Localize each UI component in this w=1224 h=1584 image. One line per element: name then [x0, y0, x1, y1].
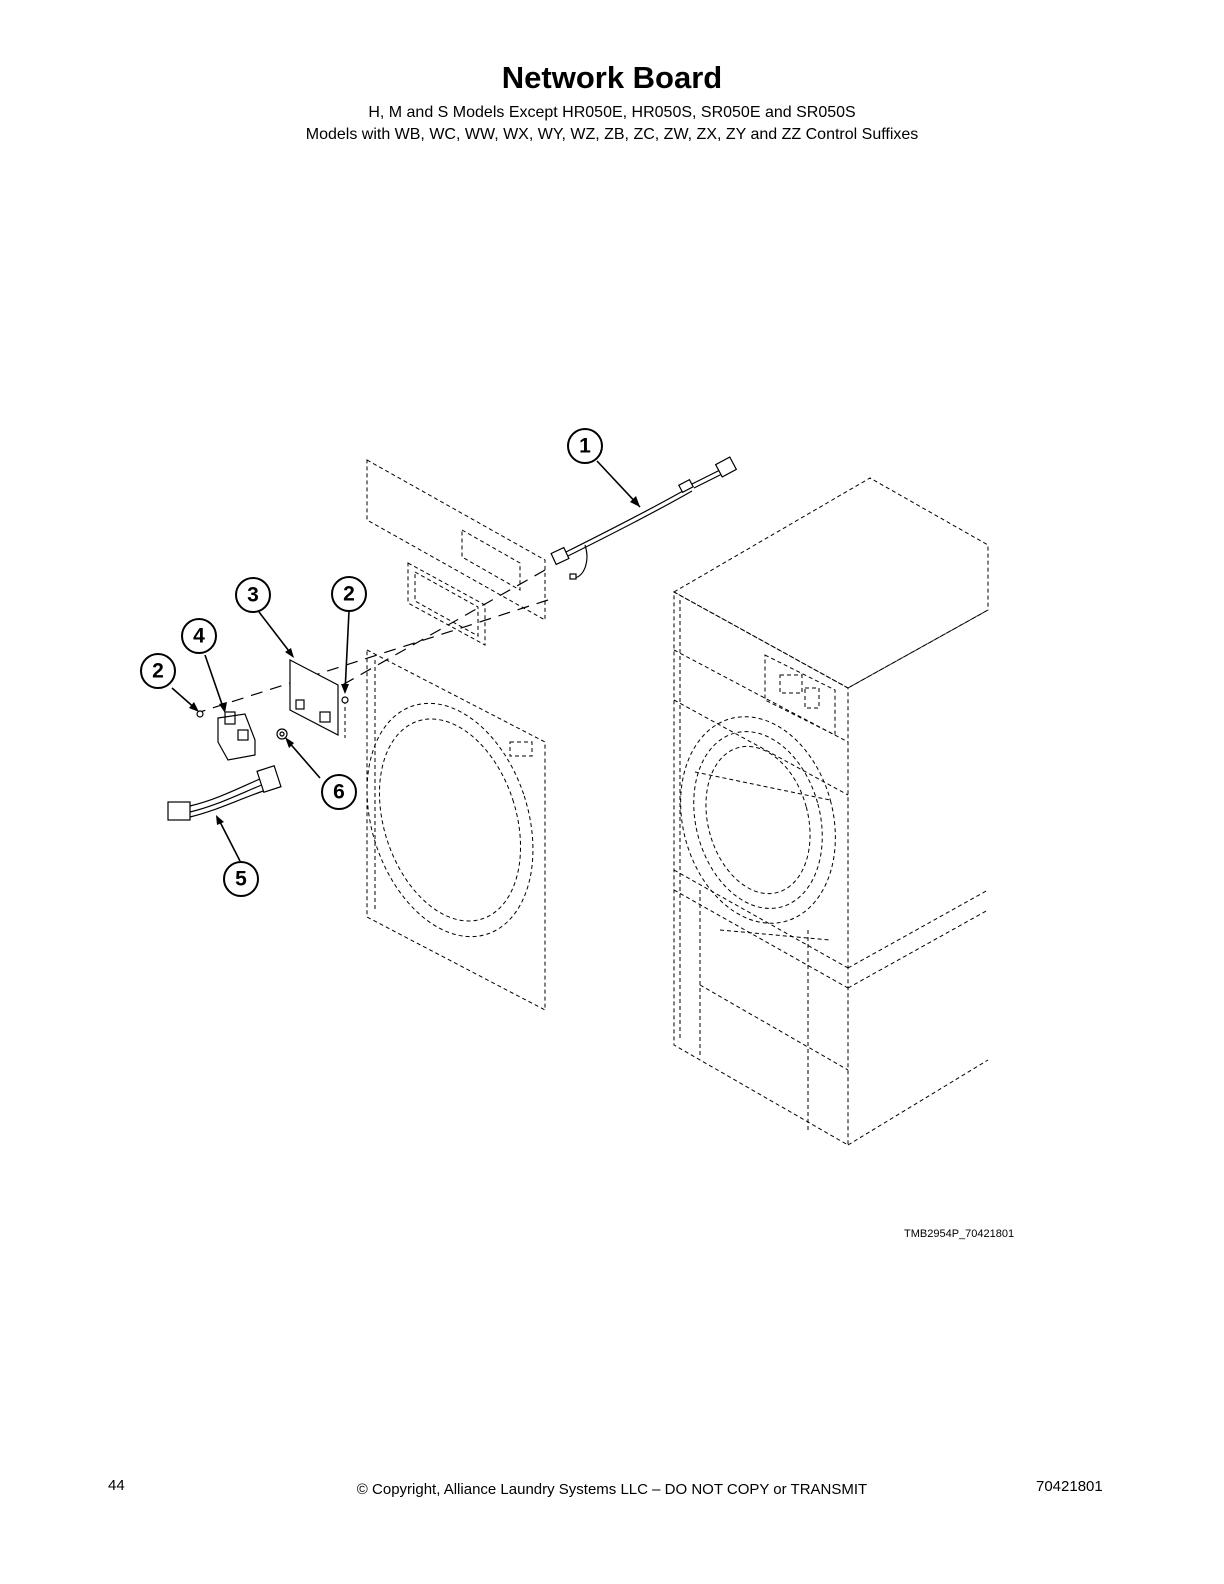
callout-1: 1: [567, 428, 603, 464]
svg-text:2: 2: [152, 660, 164, 683]
copyright-notice: © Copyright, Alliance Laundry Systems LL…: [356, 1481, 868, 1498]
part-4-connector: [217, 711, 256, 761]
part-1-harness: [550, 456, 738, 580]
page-subtitle-suffixes: Models with WB, WC, WW, WX, WY, WZ, ZB, …: [305, 126, 919, 143]
front-panel: [366, 649, 546, 1011]
part-5-jumper-harness: [167, 765, 282, 821]
dryer-cabinet: [672, 477, 989, 1146]
callout-2-right: 2: [331, 576, 367, 612]
svg-text:5: 5: [235, 868, 247, 891]
part-3-network-board: [289, 659, 339, 736]
page-title: Network Board: [501, 60, 723, 95]
callout-4: 4: [181, 618, 217, 654]
control-panel-bracket: [366, 459, 546, 646]
svg-text:4: 4: [193, 625, 205, 648]
callout-6: 6: [321, 774, 357, 810]
part-2-screw-right: [341, 696, 349, 704]
svg-text:6: 6: [333, 781, 345, 804]
page-subtitle-models: H, M and S Models Except HR050E, HR050S,…: [368, 104, 856, 121]
svg-text:1: 1: [579, 435, 591, 458]
svg-text:2: 2: [343, 583, 355, 606]
svg-text:3: 3: [247, 584, 259, 607]
callout-3: 3: [235, 577, 271, 613]
drawing-id: TMB2954P_70421801: [904, 1228, 1015, 1240]
part-2-screw-left: [196, 710, 204, 718]
page-number: 44: [108, 1477, 125, 1494]
document-number: 70421801: [1036, 1478, 1103, 1495]
callout-5: 5: [223, 861, 259, 897]
callout-2-left: 2: [140, 653, 176, 689]
part-6-nut: [276, 728, 288, 740]
